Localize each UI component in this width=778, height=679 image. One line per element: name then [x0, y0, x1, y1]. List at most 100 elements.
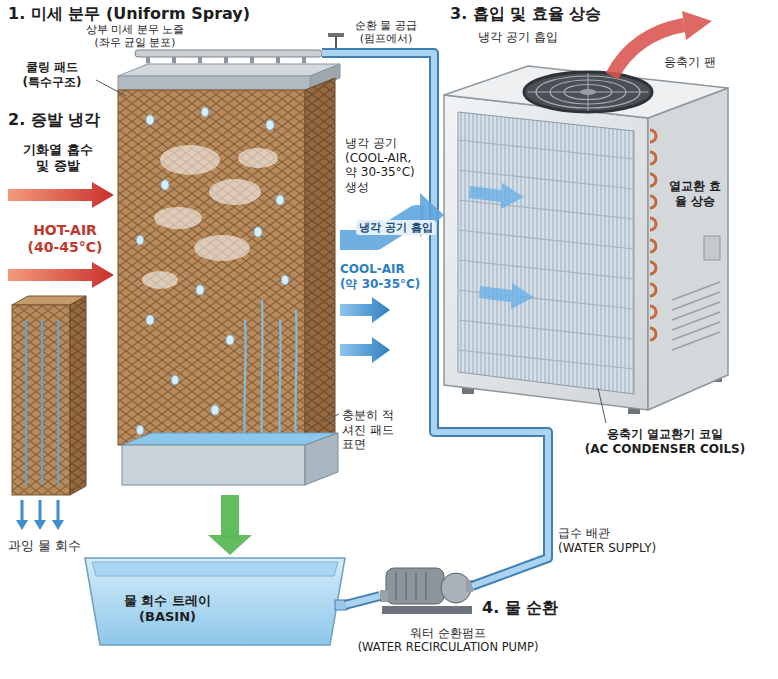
fin [415, 572, 417, 600]
mist [154, 207, 202, 229]
copper-bends [650, 130, 656, 340]
text-line: COOL-AIR [340, 262, 427, 277]
drop [161, 180, 169, 190]
text-line: 4. 물 순환 [482, 598, 592, 618]
vent [672, 332, 720, 350]
text-line: 냉각 공기 흡입 [478, 30, 588, 45]
part-label: 응축기 팬 [664, 55, 744, 70]
leader-line [322, 414, 339, 422]
coil-airflow [479, 283, 534, 309]
tube [458, 260, 634, 279]
text-line: (BASIN) [105, 609, 230, 625]
arrow-head [208, 535, 252, 555]
condenser-top [444, 66, 728, 118]
pipe-core [345, 596, 380, 605]
arrow-head [16, 520, 28, 530]
nozzle [276, 57, 280, 63]
water-basin: 물 회수 트레이 (BASIN) [85, 555, 345, 648]
drop [211, 405, 219, 415]
drop [226, 335, 234, 345]
hot-air-arrow [8, 262, 114, 288]
text-line: (특수구조) [10, 75, 94, 90]
arrow-head [34, 520, 46, 530]
connector-line [221, 495, 239, 538]
pump-inlet [380, 590, 388, 602]
water-pipe [322, 53, 548, 586]
vent [672, 292, 720, 310]
airflow-label: 냉각 공기 흡입 [478, 30, 588, 45]
mist [142, 271, 178, 289]
text-line: 응축기 팬 [664, 55, 744, 70]
process-label: 기화열 흡수 및 증발 [18, 142, 98, 174]
drop [282, 276, 289, 285]
text-line: 과잉 물 회수 [8, 538, 98, 554]
text-line: 1. 미세 분무 (Uniform Spray) [8, 4, 308, 24]
mist [209, 179, 261, 205]
section-heading: 2. 증발 냉각 [8, 110, 116, 130]
tube [458, 170, 634, 189]
flow-line [25, 320, 27, 485]
nozzle [250, 57, 254, 63]
nozzles [146, 57, 306, 63]
water-drop-arrow [208, 495, 252, 555]
component-label: 쿨링 패드 (특수구조) [10, 60, 94, 89]
basin-body [85, 558, 345, 645]
pad-side [305, 78, 335, 445]
cool-air-arrow [340, 297, 390, 323]
tube [458, 200, 634, 219]
drop [196, 285, 204, 295]
tube [458, 140, 634, 159]
arrow-shaft [57, 500, 60, 522]
text-line: 응축기 열교환기 코일 [574, 427, 756, 442]
fin [405, 572, 407, 600]
water-drops [137, 108, 289, 435]
drop [254, 227, 262, 237]
water-streams [244, 300, 296, 445]
drop [146, 115, 154, 125]
evaporation-mist [142, 145, 278, 289]
text-line: (WATER RECIRCULATION PUMP) [343, 640, 553, 654]
text-line: (AC CONDENSER COILS) [574, 442, 756, 457]
coil-airflow [469, 183, 524, 209]
nozzle [198, 57, 202, 63]
bottom-trough-side [305, 433, 338, 485]
nozzle [172, 57, 176, 63]
condenser-fan [524, 72, 652, 112]
coil-area [458, 112, 634, 394]
drop [146, 315, 154, 325]
vent [672, 282, 720, 300]
part-label: 과잉 물 회수 [8, 538, 98, 554]
text-line: (WATER SUPPLY) [558, 541, 678, 556]
cutaway-side [70, 296, 86, 495]
connector-line [322, 53, 548, 586]
basin-water [92, 562, 338, 576]
section-heading: 4. 물 순환 [482, 598, 592, 618]
condenser-front [444, 95, 648, 410]
flow-line [41, 320, 43, 485]
text-line: 순환 물 공급 [345, 19, 427, 32]
pump [380, 568, 473, 614]
pump-motor [386, 568, 444, 604]
text-line: 상부 미세 분무 노즐 [60, 23, 210, 36]
text-line: 급수 배관 [558, 526, 678, 541]
spray-bar [135, 50, 322, 57]
text-line: 물 회수 트레이 [105, 593, 230, 609]
condenser-side [648, 88, 728, 410]
top-trough-front [118, 76, 310, 90]
fin [425, 572, 427, 600]
text-line: 쿨링 패드 [10, 60, 94, 75]
text-line: 워터 순환펌프 [343, 626, 553, 640]
cutaway-flow [26, 320, 58, 485]
text-line: 열교환 효율 상승 [668, 179, 722, 208]
arrow-shaft [21, 500, 24, 522]
motor-fins [396, 572, 426, 600]
bottom-trough [122, 445, 305, 485]
pump-base [382, 606, 472, 614]
stream [244, 320, 245, 445]
text-line: (약 30-35°C) [340, 277, 427, 292]
stream [295, 310, 296, 445]
coil-tubes [458, 140, 634, 369]
vent [672, 322, 720, 340]
drop [266, 120, 274, 130]
